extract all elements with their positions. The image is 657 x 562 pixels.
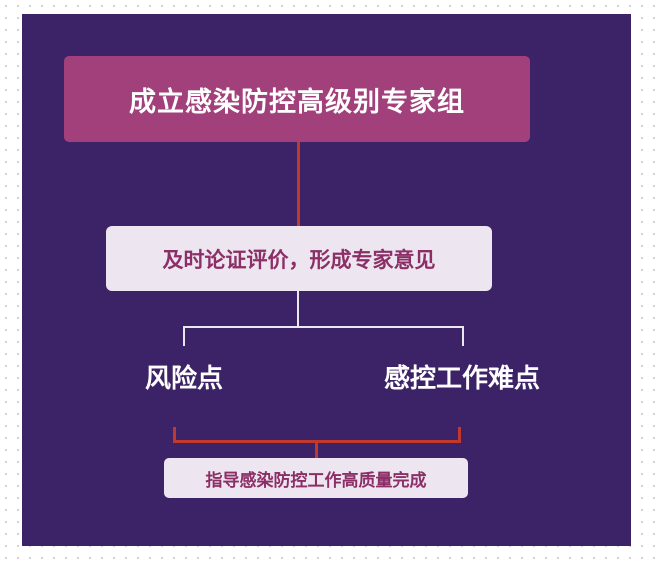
- bottom-box: 指导感染防控工作高质量完成: [164, 458, 468, 498]
- bracket-left-arm: [173, 427, 176, 443]
- left-label: 风险点: [144, 364, 223, 394]
- top-box: 成立感染防控高级别专家组: [64, 56, 530, 142]
- connector-top-to-middle: [297, 142, 300, 226]
- middle-box-text: 及时论证评价，形成专家意见: [162, 247, 436, 272]
- connector-left-drop: [183, 326, 185, 346]
- top-box-text: 成立感染防控高级别专家组: [129, 86, 465, 118]
- bracket-right-arm: [458, 427, 461, 443]
- bottom-box-text: 指导感染防控工作高质量完成: [205, 470, 427, 491]
- bracket-stem: [315, 440, 318, 458]
- connector-split-bar: [183, 326, 464, 328]
- middle-box: 及时论证评价，形成专家意见: [106, 226, 492, 291]
- connector-right-drop: [462, 326, 464, 346]
- right-label: 感控工作难点: [383, 364, 540, 394]
- connector-middle-stem: [297, 291, 299, 327]
